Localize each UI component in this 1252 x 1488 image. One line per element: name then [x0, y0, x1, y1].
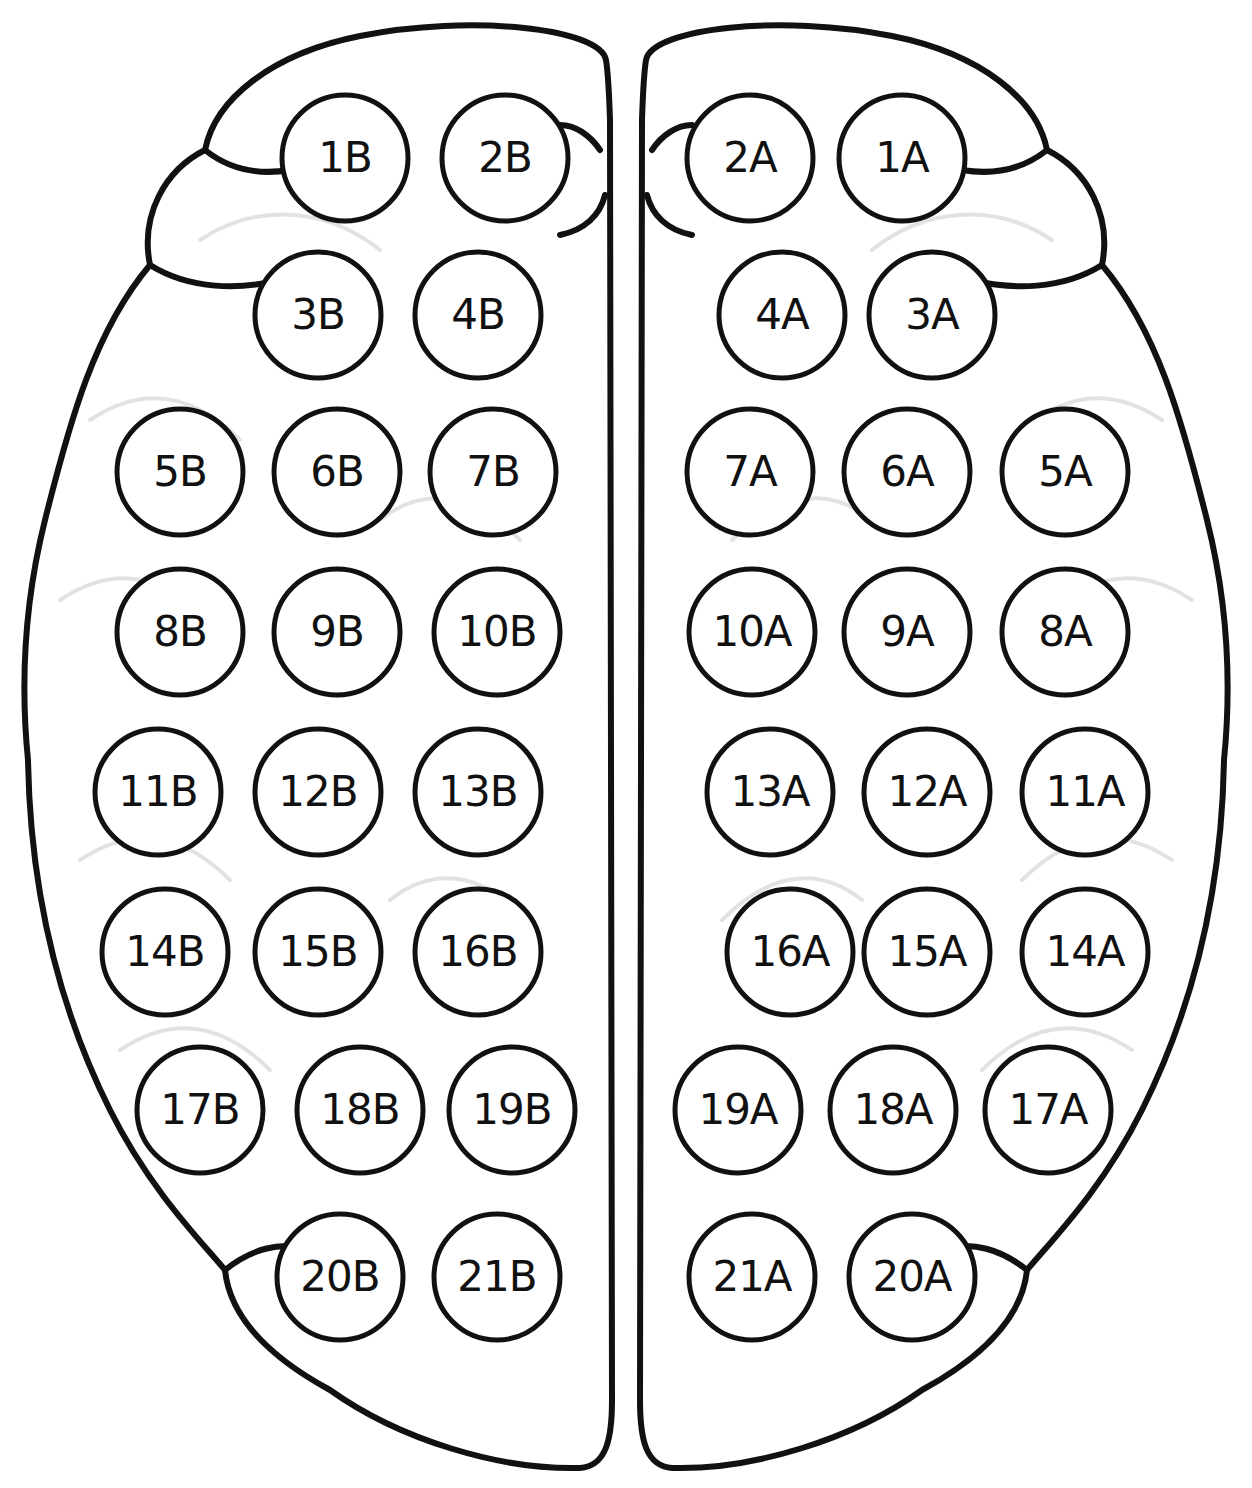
label-circle: 1B — [279, 92, 411, 224]
circle-label: 8B — [153, 611, 207, 653]
label-circle: 11A — [1019, 726, 1151, 858]
label-circle: 16B — [412, 886, 544, 1018]
label-circle: 6B — [271, 406, 403, 538]
label-circle: 17B — [134, 1044, 266, 1176]
label-circle: 14B — [99, 886, 231, 1018]
circle-label: 15B — [278, 931, 357, 973]
label-circle: 5B — [114, 406, 246, 538]
circle-label: 5A — [1038, 451, 1091, 493]
label-circle: 21A — [686, 1211, 818, 1343]
label-circle: 8B — [114, 566, 246, 698]
label-circle: 15B — [252, 886, 384, 1018]
label-circle: 12B — [252, 726, 384, 858]
label-circle: 8A — [999, 566, 1131, 698]
label-circle: 6A — [841, 406, 973, 538]
label-circle: 20B — [274, 1211, 406, 1343]
label-circle: 19B — [446, 1044, 578, 1176]
label-circle: 2A — [684, 92, 816, 224]
circle-label: 5B — [153, 451, 207, 493]
label-circle: 20A — [846, 1211, 978, 1343]
circle-label: 16B — [438, 931, 517, 973]
circle-label: 11B — [118, 771, 197, 813]
circle-label: 20A — [872, 1256, 951, 1298]
circle-label: 1B — [318, 137, 372, 179]
label-circle: 14A — [1019, 886, 1151, 1018]
circle-label: 13A — [730, 771, 809, 813]
circle-label: 4A — [755, 294, 808, 336]
label-circle: 5A — [999, 406, 1131, 538]
circle-label: 3A — [905, 294, 958, 336]
circle-label: 21B — [457, 1256, 536, 1298]
label-circle: 11B — [92, 726, 224, 858]
label-circle: 9A — [841, 566, 973, 698]
label-circle: 13B — [412, 726, 544, 858]
label-circle: 9B — [271, 566, 403, 698]
circle-label: 7A — [723, 451, 776, 493]
circle-label: 6B — [310, 451, 364, 493]
label-circle: 4A — [716, 249, 848, 381]
circle-label: 12B — [278, 771, 357, 813]
circle-label: 2B — [478, 137, 532, 179]
circle-label: 13B — [438, 771, 517, 813]
circle-label: 9A — [880, 611, 933, 653]
circle-label: 9B — [310, 611, 364, 653]
circle-label: 20B — [300, 1256, 379, 1298]
label-circle: 18B — [294, 1044, 426, 1176]
circle-label: 19B — [472, 1089, 551, 1131]
circle-label: 14A — [1045, 931, 1124, 973]
circle-label: 7B — [466, 451, 520, 493]
label-circle: 3A — [866, 249, 998, 381]
label-circle: 10A — [686, 566, 818, 698]
circle-label: 17A — [1008, 1089, 1087, 1131]
circle-label: 6A — [880, 451, 933, 493]
circle-label: 10A — [712, 611, 791, 653]
circle-label: 8A — [1038, 611, 1091, 653]
label-circle: 3B — [252, 249, 384, 381]
label-circle: 7A — [684, 406, 816, 538]
circle-label: 1A — [875, 137, 928, 179]
label-circle: 4B — [412, 249, 544, 381]
circle-label: 16A — [750, 931, 829, 973]
circle-label: 17B — [160, 1089, 239, 1131]
circle-label: 19A — [698, 1089, 777, 1131]
label-circle: 21B — [431, 1211, 563, 1343]
circle-label: 18A — [853, 1089, 932, 1131]
label-circle: 2B — [439, 92, 571, 224]
label-circle: 1A — [836, 92, 968, 224]
label-circle: 13A — [704, 726, 836, 858]
circle-label: 3B — [291, 294, 345, 336]
label-circle: 15A — [861, 886, 993, 1018]
circle-label: 18B — [320, 1089, 399, 1131]
circle-label: 14B — [125, 931, 204, 973]
circle-label: 11A — [1045, 771, 1124, 813]
label-circle: 18A — [827, 1044, 959, 1176]
label-circle: 12A — [861, 726, 993, 858]
label-circle: 19A — [672, 1044, 804, 1176]
circle-label: 2A — [723, 137, 776, 179]
circle-label: 15A — [887, 931, 966, 973]
circle-label: 12A — [887, 771, 966, 813]
circle-label: 21A — [712, 1256, 791, 1298]
label-circle: 10B — [431, 566, 563, 698]
label-circle: 17A — [982, 1044, 1114, 1176]
circle-label: 4B — [451, 294, 505, 336]
label-circle: 7B — [427, 406, 559, 538]
label-circle: 16A — [724, 886, 856, 1018]
circle-label: 10B — [457, 611, 536, 653]
